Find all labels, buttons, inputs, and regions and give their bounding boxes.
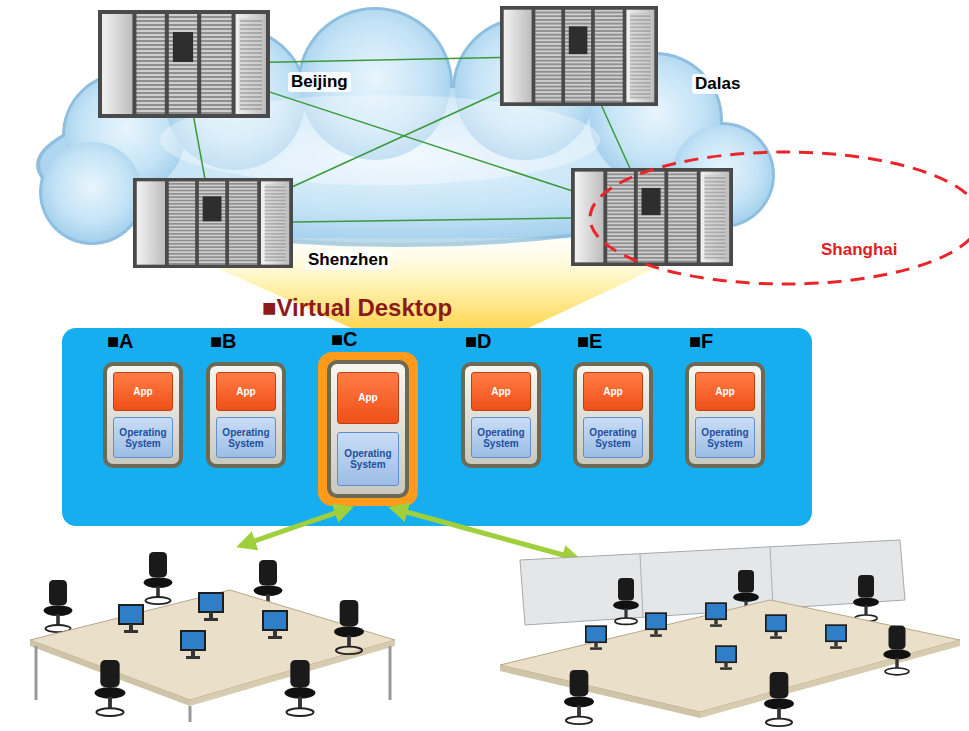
office-picture (144, 552, 173, 604)
cloud (42, 142, 142, 242)
os-box: Operating System (216, 417, 276, 458)
office-picture (189, 706, 192, 722)
data-center-picture (500, 6, 658, 106)
office-picture (263, 611, 287, 639)
app-box: App (337, 372, 399, 424)
app-label: App (491, 386, 510, 397)
access-arrow (240, 508, 350, 546)
office-picture (44, 580, 73, 632)
office-picture (285, 660, 316, 716)
data-center-picture (98, 6, 733, 268)
office-picture (199, 593, 223, 621)
vm-letter: ■C (331, 328, 358, 351)
os-box: Operating System (337, 432, 399, 487)
desktop-panel (62, 328, 812, 526)
city-label: Dalas (692, 74, 743, 94)
virtual-machine: ■EAppOperating System (573, 362, 653, 468)
vm-letter: ■E (577, 330, 602, 353)
vm-letter: ■B (210, 330, 237, 353)
app-box: App (695, 372, 755, 411)
office-picture (334, 600, 364, 654)
network-link (270, 58, 500, 63)
app-label: App (133, 386, 152, 397)
os-label: Operating System (473, 427, 529, 449)
os-label: Operating System (339, 448, 397, 470)
office-picture (586, 626, 606, 650)
data-center: Dalas (500, 6, 658, 106)
desktop-pool: ■Virtual Desktop■AAppOperating System■BA… (62, 328, 812, 526)
app-label: App (715, 386, 734, 397)
access-arrow (240, 508, 578, 559)
office-picture (826, 625, 846, 649)
office-picture (883, 626, 910, 675)
network-link (293, 218, 571, 222)
data-center-picture (571, 168, 733, 266)
os-label: Operating System (218, 427, 274, 449)
app-box: App (216, 372, 276, 411)
highlight-ellipse (590, 152, 969, 284)
app-box: App (583, 372, 643, 411)
access-arrow (392, 508, 578, 559)
city-label: Shanghai (818, 240, 901, 260)
os-box: Operating System (113, 417, 173, 458)
data-center: Beijing (98, 10, 270, 118)
office-picture (30, 552, 395, 722)
office-picture (30, 590, 395, 700)
office-picture (706, 603, 726, 627)
office-picture (95, 660, 126, 716)
city-label: Shenzhen (305, 250, 391, 270)
network-link (270, 92, 571, 190)
data-center-picture (98, 10, 270, 118)
virtual-machine: ■BAppOperating System (206, 362, 286, 468)
office-picture (716, 646, 736, 670)
office-picture (500, 665, 700, 718)
office-picture (770, 547, 773, 608)
network-link (602, 106, 630, 168)
os-label: Operating System (585, 427, 641, 449)
app-label: App (603, 386, 622, 397)
os-label: Operating System (697, 427, 753, 449)
virtual-machine: ■FAppOperating System (685, 362, 765, 468)
office-picture (613, 578, 639, 624)
vm-letter: ■D (465, 330, 492, 353)
office-picture (853, 575, 879, 621)
office-picture (766, 615, 786, 639)
office-picture (640, 554, 643, 617)
vm-letter: ■F (689, 330, 713, 353)
virtual-machine: ■DAppOperating System (461, 362, 541, 468)
app-label: App (236, 386, 255, 397)
office-picture (181, 631, 205, 659)
network-link (194, 118, 205, 178)
data-center: Shenzhen (133, 178, 293, 268)
vm-letter: ■A (107, 330, 134, 353)
highlight-frame (318, 352, 418, 506)
os-box: Operating System (695, 417, 755, 458)
office-picture (500, 540, 960, 726)
os-box: Operating System (583, 417, 643, 458)
app-box: App (113, 372, 173, 411)
os-box: Operating System (471, 417, 531, 458)
office-picture (500, 600, 960, 712)
app-label: App (358, 392, 377, 403)
data-center-picture (133, 178, 293, 268)
virtual-machine: ■AAppOperating System (103, 362, 183, 468)
network-link (293, 92, 500, 187)
office-picture (700, 640, 960, 718)
office-picture (119, 605, 143, 633)
office-picture (389, 646, 392, 700)
office-picture (35, 646, 38, 700)
pool-title: ■Virtual Desktop (262, 294, 452, 322)
os-label: Operating System (115, 427, 171, 449)
office-picture (764, 672, 794, 726)
city-label: Beijing (288, 72, 351, 92)
office-picture (646, 613, 666, 637)
virtual-machine: ■CAppOperating System (327, 360, 409, 498)
office-picture (564, 670, 594, 724)
app-box: App (471, 372, 531, 411)
data-center: Shanghai (571, 168, 733, 266)
